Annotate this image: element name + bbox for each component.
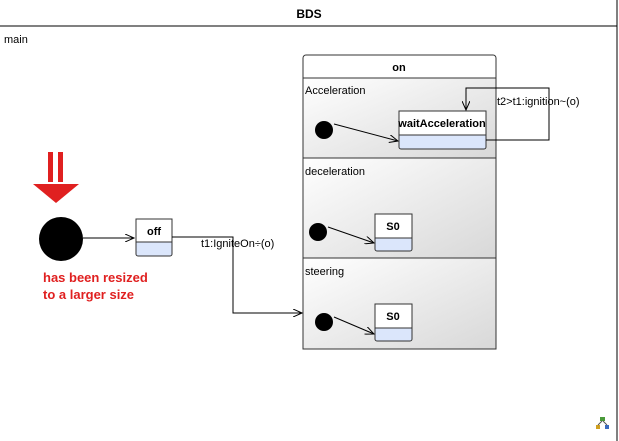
transition-self-loop[interactable]: [466, 87, 550, 141]
state-s0-deceleration[interactable]: S0: [374, 213, 413, 252]
initial-pseudostate-deceleration[interactable]: [309, 223, 327, 241]
transition-ignite-label: t1:IgniteOn÷(o): [201, 238, 274, 250]
layout-tree-icon[interactable]: [596, 417, 609, 429]
region-deceleration-label: deceleration: [305, 166, 365, 178]
initial-pseudostate-steering[interactable]: [315, 313, 333, 331]
state-wait-acceleration[interactable]: waitAcceleration: [397, 110, 487, 150]
annotation-line-1: has been resized: [43, 270, 148, 285]
region-steering-label: steering: [305, 266, 344, 278]
composite-state-name: on: [392, 62, 406, 74]
transition-ignite[interactable]: [172, 236, 302, 313]
state-off-label: off: [147, 226, 161, 238]
state-s0-deceleration-label: S0: [386, 221, 399, 233]
state-s0-steering[interactable]: S0: [374, 303, 413, 342]
red-down-arrow-icon: [33, 152, 79, 203]
state-off[interactable]: off: [135, 218, 173, 257]
transition-deceleration-initial[interactable]: [327, 226, 374, 243]
region-acceleration-label: Acceleration: [305, 85, 366, 97]
transition-acceleration-initial[interactable]: [333, 123, 398, 141]
initial-pseudostate-main-resized[interactable]: [39, 217, 83, 261]
state-s0-steering-label: S0: [386, 311, 399, 323]
region-label-main: main: [4, 34, 28, 46]
transition-steering-initial[interactable]: [333, 316, 374, 334]
diagram-title: BDS: [296, 7, 321, 21]
transition-self-loop-label: t2>t1:ignition~(o): [497, 96, 580, 108]
initial-pseudostate-acceleration[interactable]: [315, 121, 333, 139]
state-wait-acceleration-label: waitAcceleration: [397, 118, 486, 130]
annotation-line-2: to a larger size: [43, 287, 134, 302]
